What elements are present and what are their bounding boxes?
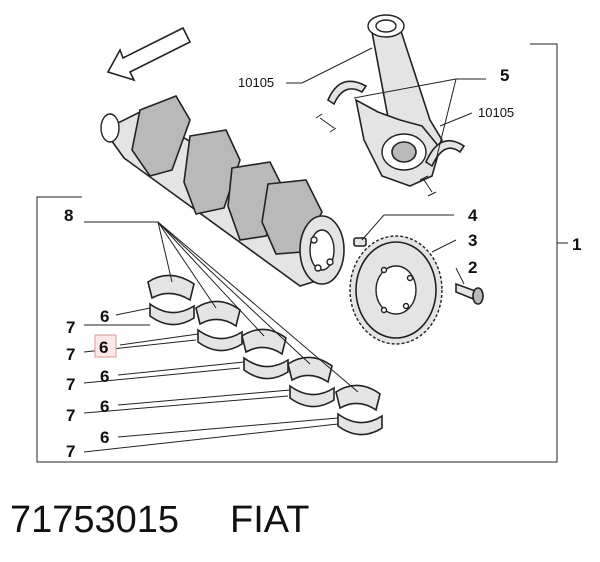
- direction-arrow: [106, 26, 192, 82]
- gear-bolt: [455, 282, 484, 305]
- timing-gear: [349, 235, 443, 345]
- part-number: 71753015: [10, 499, 180, 541]
- callout-7[interactable]: 7: [66, 406, 75, 425]
- callout-8[interactable]: 8: [64, 206, 73, 225]
- callout-4[interactable]: 4: [468, 206, 478, 225]
- main-bearing-pair-3: [241, 328, 289, 380]
- callout-7[interactable]: 7: [66, 442, 75, 461]
- callout-6[interactable]: 6: [100, 428, 109, 447]
- callout-6[interactable]: 6: [100, 367, 109, 386]
- bracket-main: [36, 43, 558, 463]
- callout-6[interactable]: 6: [100, 307, 109, 326]
- callout-2[interactable]: 2: [468, 258, 477, 277]
- callout-6[interactable]: 6: [100, 397, 109, 416]
- main-bearing-shells: [147, 274, 383, 436]
- callout-6[interactable]: 6: [99, 338, 108, 357]
- crankshaft: [100, 95, 345, 287]
- main-bearing-pair-2: [195, 300, 243, 352]
- callout-7[interactable]: 7: [66, 345, 75, 364]
- callout-5[interactable]: 5: [500, 66, 509, 85]
- selected-callout-highlight: [94, 334, 117, 358]
- footer: 71753015 FIAT: [10, 490, 590, 550]
- main-bearing-pair-1: [147, 274, 195, 326]
- callout-1[interactable]: 1: [572, 235, 581, 254]
- dowel-pin: [353, 237, 367, 247]
- callout-7[interactable]: 7: [66, 375, 75, 394]
- exploded-parts-diagram: 1 2 3 4 5 8 6 7 6 7 6 7 6 7 6 7 10105 10…: [36, 14, 581, 463]
- connecting-rod: [354, 14, 443, 187]
- brand-name: FIAT: [230, 499, 310, 541]
- leader-lines: [83, 47, 486, 453]
- conrod-bearing-shell-upper: [315, 80, 368, 133]
- ref-label-10105-right[interactable]: 10105: [478, 105, 514, 120]
- callout-3[interactable]: 3: [468, 231, 477, 250]
- main-bearing-pair-4: [287, 356, 335, 408]
- ref-label-10105-left[interactable]: 10105: [238, 75, 274, 90]
- main-bearing-pair-5: [335, 384, 383, 436]
- callout-7[interactable]: 7: [66, 318, 75, 337]
